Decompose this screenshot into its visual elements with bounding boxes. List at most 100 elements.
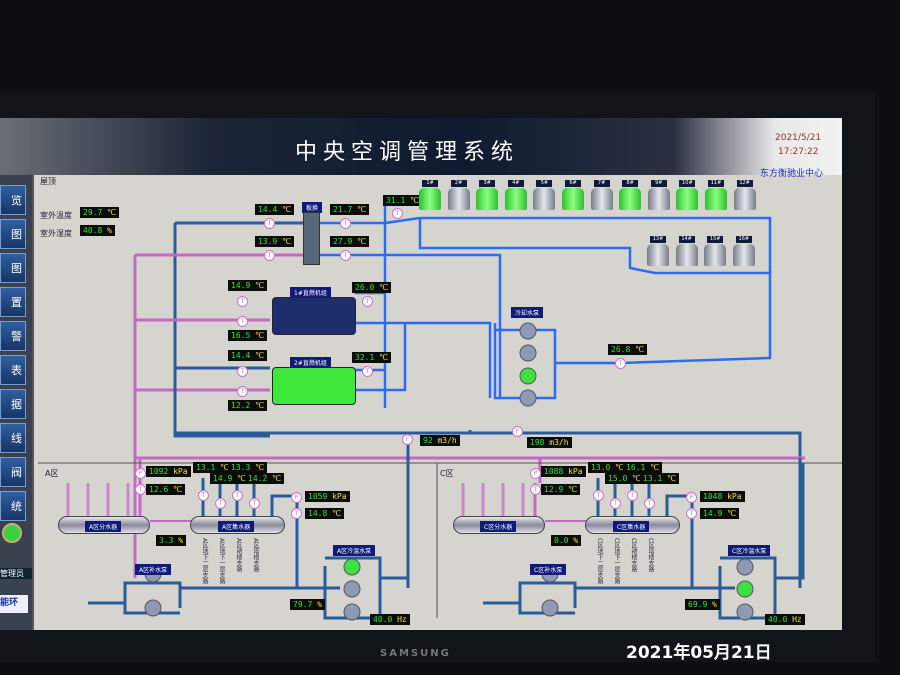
c-circulation-pump-1[interactable] — [736, 558, 754, 576]
sensor-t-icon[interactable]: T — [232, 490, 243, 501]
sensor-t-icon[interactable]: T — [644, 498, 655, 509]
value: 15.0 — [608, 474, 628, 483]
sensor-p-icon[interactable]: P — [686, 492, 697, 503]
a-circulation-pump-2[interactable] — [343, 580, 361, 598]
sensor-t-icon[interactable]: T — [264, 250, 275, 261]
unit: ℃ — [332, 509, 342, 518]
cooling-tower-8[interactable]: 8# — [618, 180, 642, 210]
sensor-t-icon[interactable]: T — [264, 218, 275, 229]
sensor-t-icon[interactable]: T — [615, 358, 626, 369]
sidebar-button-1[interactable]: 图 — [0, 219, 26, 249]
value: 12.2 — [231, 401, 251, 410]
sidebar-button-7[interactable]: 线 — [0, 423, 26, 453]
sensor-t-icon[interactable]: T — [135, 484, 146, 495]
sidebar-button-8[interactable]: 阀 — [0, 457, 26, 487]
sidebar: 览图图置警表据线阀统管理员能环 — [0, 175, 34, 630]
sensor-t-icon[interactable]: T — [392, 208, 403, 219]
sensor-t-icon[interactable]: T — [237, 316, 248, 327]
page-title: 中央空调管理系统 — [295, 140, 520, 165]
tower-number: 14# — [678, 236, 695, 243]
zone_c-return-pressure: 1048 kPa — [700, 491, 745, 502]
value: 14.2 — [248, 474, 268, 483]
a-circulation-pump-3[interactable] — [343, 603, 361, 621]
cooling-water-pump-3[interactable] — [519, 367, 537, 385]
plate-out-top: 21.7 ℃ — [330, 204, 370, 215]
cooling-tower-12[interactable]: 12# — [733, 180, 757, 210]
zone_a-branch-temp-2: 13.3 ℃ — [228, 462, 268, 473]
sensor-t-icon[interactable]: T — [340, 250, 351, 261]
sensor-t-icon[interactable]: T — [593, 490, 604, 501]
tower-number: 4# — [507, 180, 524, 187]
sidebar-button-5[interactable]: 表 — [0, 355, 26, 385]
c-makeup-pump-2[interactable] — [541, 599, 559, 617]
cooling-tower-10[interactable]: 10# — [675, 180, 699, 210]
sensor-f-icon[interactable]: F — [402, 434, 413, 445]
chiller1-temp-in: 14.9 ℃ — [228, 280, 268, 291]
cooling-water-pump-2[interactable] — [519, 344, 537, 362]
c-circulation-pump-3[interactable] — [736, 603, 754, 621]
cooling-pipe — [383, 203, 772, 365]
cooling-tower-4[interactable]: 4# — [504, 180, 528, 210]
cooling-tower-6[interactable]: 6# — [561, 180, 585, 210]
cooling-water-pump-1[interactable] — [519, 322, 537, 340]
tower-body — [447, 188, 470, 210]
plate-heat-exchanger[interactable] — [303, 212, 320, 265]
cooling-water-pump-4[interactable] — [519, 389, 537, 407]
sensor-t-icon[interactable]: T — [237, 366, 248, 377]
cooling-tower-5[interactable]: 5# — [532, 180, 556, 210]
sensor-t-icon[interactable]: T — [610, 498, 621, 509]
tower-body — [619, 188, 642, 210]
unit: ℃ — [272, 474, 282, 483]
cooling-tower-15[interactable]: 15# — [703, 236, 727, 266]
sensor-t-icon[interactable]: T — [340, 218, 351, 229]
sensor-t-icon[interactable]: T — [198, 490, 209, 501]
chiller2-unit[interactable] — [272, 367, 356, 405]
cooling-tower-13[interactable]: 13# — [646, 236, 670, 266]
a-makeup-pump-2[interactable] — [144, 599, 162, 617]
sidebar-button-9[interactable]: 统 — [0, 491, 26, 521]
sensor-t-icon[interactable]: T — [215, 498, 226, 509]
cooling-tower-9[interactable]: 9# — [647, 180, 671, 210]
sensor-f-icon[interactable]: F — [512, 426, 523, 437]
sensor-p-icon[interactable]: P — [291, 492, 302, 503]
sidebar-button-6[interactable]: 据 — [0, 389, 26, 419]
sidebar-button-3[interactable]: 置 — [0, 287, 26, 317]
unit: ℃ — [282, 237, 292, 246]
zone_a-branch-temp-0: 13.1 ℃ — [193, 462, 233, 473]
sensor-t-icon[interactable]: T — [291, 508, 302, 519]
cooling-tower-11[interactable]: 11# — [704, 180, 728, 210]
cooling-tower-16[interactable]: 16# — [732, 236, 756, 266]
pipe-diagram — [38, 203, 842, 621]
cooling-pumps-label: 冷却水泵 — [511, 307, 544, 318]
zone_a-makeup-pump-label: A区补水泵 — [135, 564, 172, 575]
cooling-tower-7[interactable]: 7# — [590, 180, 614, 210]
sidebar-button-4[interactable]: 警 — [0, 321, 26, 351]
cooling-tower-14[interactable]: 14# — [675, 236, 699, 266]
sensor-t-icon[interactable]: T — [237, 296, 248, 307]
logo: 能环 — [0, 595, 28, 613]
sensor-t-icon[interactable]: T — [627, 490, 638, 501]
sensor-t-icon[interactable]: T — [237, 386, 248, 397]
cooling-tower-3[interactable]: 3# — [475, 180, 499, 210]
cooling-tower-2[interactable]: 2# — [447, 180, 471, 210]
c-circulation-pump-2[interactable] — [736, 580, 754, 598]
sensor-p-icon[interactable]: P — [135, 468, 146, 479]
sensor-t-icon[interactable]: T — [362, 296, 373, 307]
cooling-tower-1[interactable]: 1# — [418, 180, 442, 210]
sidebar-button-2[interactable]: 图 — [0, 253, 26, 283]
value: 27.9 — [333, 237, 353, 246]
sensor-t-icon[interactable]: T — [530, 484, 541, 495]
unit: ℃ — [255, 463, 265, 472]
sensor-t-icon[interactable]: T — [249, 498, 260, 509]
date: 2021/5/21 — [775, 133, 822, 143]
sensor-t-icon[interactable]: T — [362, 366, 373, 377]
a-circulation-pump-1[interactable] — [343, 558, 361, 576]
chiller1-unit[interactable] — [272, 297, 356, 335]
sidebar-button-0[interactable]: 览 — [0, 185, 26, 215]
unit: kPa — [727, 492, 742, 501]
sensor-t-icon[interactable]: T — [686, 508, 697, 519]
zone_a-branch-name-2: A区裙楼支路 — [235, 538, 242, 573]
value: 32.1 — [355, 353, 375, 362]
tower-body — [647, 244, 669, 266]
sensor-p-icon[interactable]: P — [530, 468, 541, 479]
